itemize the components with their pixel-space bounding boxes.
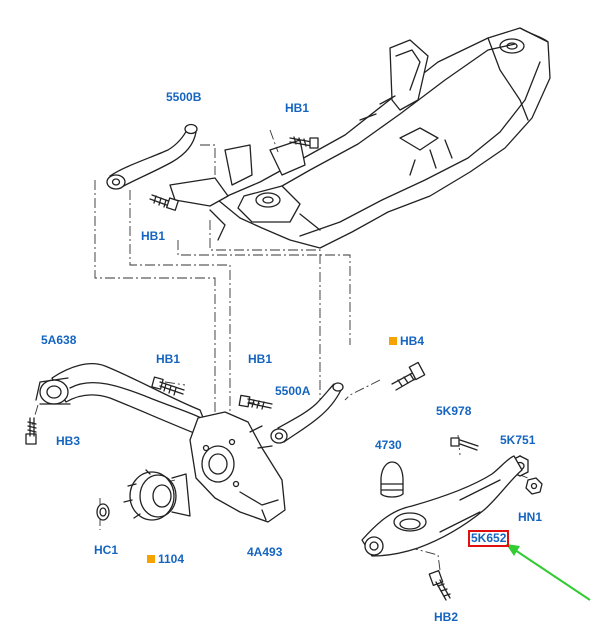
trailing-arm-5A638 <box>35 363 213 441</box>
label-hb4[interactable]: HB4 <box>389 334 424 348</box>
pointer-arrow <box>506 544 591 601</box>
label-hb3[interactable]: HB3 <box>56 434 81 448</box>
nut-hn1 <box>525 477 543 495</box>
label-5500B[interactable]: 5500B <box>166 90 202 104</box>
rear-subframe <box>169 27 551 249</box>
bolt-hb2 <box>428 570 451 601</box>
label-5K751[interactable]: 5K751 <box>500 433 536 447</box>
wheel-hub-1104 <box>123 469 191 521</box>
bolt-hb1-mid2 <box>238 394 273 410</box>
label-5A638[interactable]: 5A638 <box>41 333 77 347</box>
label-hn1[interactable]: HN1 <box>518 510 543 524</box>
label-hb1-mid1[interactable]: HB1 <box>156 352 181 366</box>
label-5K652-highlighted[interactable]: 5K652 <box>468 530 510 547</box>
label-hb1-top[interactable]: HB1 <box>285 101 310 115</box>
label-hb1-mid2[interactable]: HB1 <box>248 352 273 366</box>
new-part-marker <box>147 555 155 563</box>
bolt-hb1-mid1 <box>151 376 185 396</box>
label-4A493[interactable]: 4A493 <box>247 545 283 559</box>
dust-cap-hc1 <box>96 503 110 521</box>
upper-arm-5500A <box>270 382 344 444</box>
label-5K978[interactable]: 5K978 <box>436 404 472 418</box>
label-1104-text: 1104 <box>158 552 185 566</box>
label-hb4-text: HB4 <box>400 334 425 348</box>
lower-arm-5K652 <box>361 455 523 557</box>
label-hc1[interactable]: HC1 <box>94 543 119 557</box>
label-4730[interactable]: 4730 <box>375 438 402 452</box>
label-5500A[interactable]: 5500A <box>275 384 311 398</box>
label-1104[interactable]: 1104 <box>147 552 184 566</box>
bolt-hb4 <box>391 361 426 391</box>
upper-arm-5500B <box>106 123 198 190</box>
bolt-hb3 <box>25 417 37 445</box>
bump-stop-4730 <box>380 461 404 498</box>
bolt-hb1-top <box>289 136 319 149</box>
bolt-5K978 <box>450 437 479 451</box>
label-hb1-left[interactable]: HB1 <box>141 229 166 243</box>
new-part-marker <box>389 337 397 345</box>
bolt-hb1-left <box>149 194 179 211</box>
label-hb2[interactable]: HB2 <box>434 610 459 624</box>
knuckle-4A493 <box>189 411 286 523</box>
